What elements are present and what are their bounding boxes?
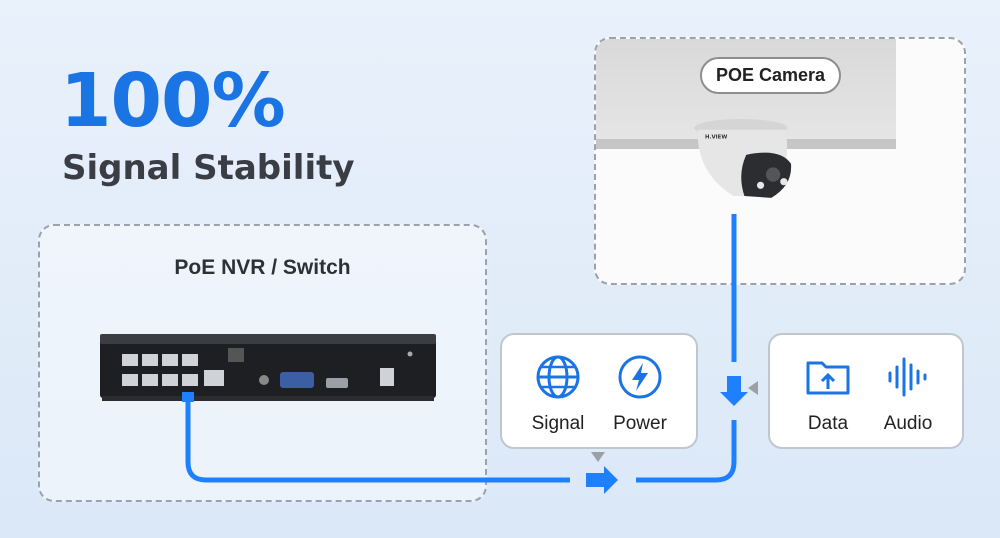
folder-upload-icon — [806, 361, 850, 395]
feature-label: Data — [807, 413, 849, 434]
feature-label: Audio — [883, 413, 933, 434]
audio-wave-icon — [888, 357, 927, 397]
power-bolt-icon — [618, 355, 662, 399]
camera-label: POE Camera — [700, 57, 842, 94]
camera-panel: POE Camera H.VIEW — [594, 37, 966, 285]
signal-power-box: Signal Power — [500, 333, 698, 449]
globe-icon — [536, 355, 580, 399]
dome-camera-illustration: H.VIEW — [694, 119, 792, 198]
headline-percentage: 100% — [60, 58, 286, 144]
feature-signal: Signal — [518, 353, 598, 435]
feature-label: Power — [613, 413, 667, 434]
nvr-title: PoE NVR / Switch — [174, 256, 351, 279]
feature-data: Data — [788, 353, 868, 435]
subhead-signal-stability: Signal Stability — [62, 148, 355, 188]
nvr-device-illustration — [100, 334, 436, 401]
feature-label: Signal — [531, 413, 585, 434]
feature-audio: Audio — [868, 353, 948, 435]
camera-brand: H.VIEW — [705, 135, 727, 141]
feature-power: Power — [600, 353, 680, 435]
data-audio-box: Data Audio — [768, 333, 964, 449]
